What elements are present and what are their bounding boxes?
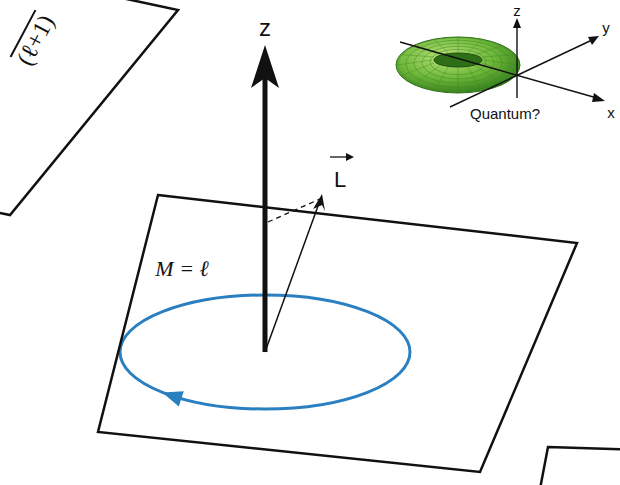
small-z-axis [516,26,517,98]
plane-outline [98,193,578,475]
axis-label: y [602,20,610,37]
plane-corner [515,447,620,485]
torus [396,37,520,93]
l-vector-head [313,194,325,211]
small-x-head [592,93,605,102]
plane-label: (ℓ+1) [12,10,60,69]
plane: (ℓ+1) [0,0,180,215]
axis-label: z [259,15,271,41]
z-axis [263,78,268,352]
small-y-head [588,36,599,45]
z-axis-head [251,45,279,88]
small-z-head [513,18,521,28]
vector-symbol [330,156,348,157]
vector-label: L [334,168,346,192]
small-y-axis [450,40,592,107]
axis-label: x [607,105,615,122]
axis-label: z [513,3,521,20]
l-vector [265,206,318,352]
small-x-axis [400,42,597,98]
plane-label: M = ℓ [155,257,208,281]
vector-symbol-head [346,153,354,161]
caption-note: Quantum? [470,106,540,123]
orbit-arrowhead [162,391,183,406]
plane: M = ℓ [98,193,578,475]
